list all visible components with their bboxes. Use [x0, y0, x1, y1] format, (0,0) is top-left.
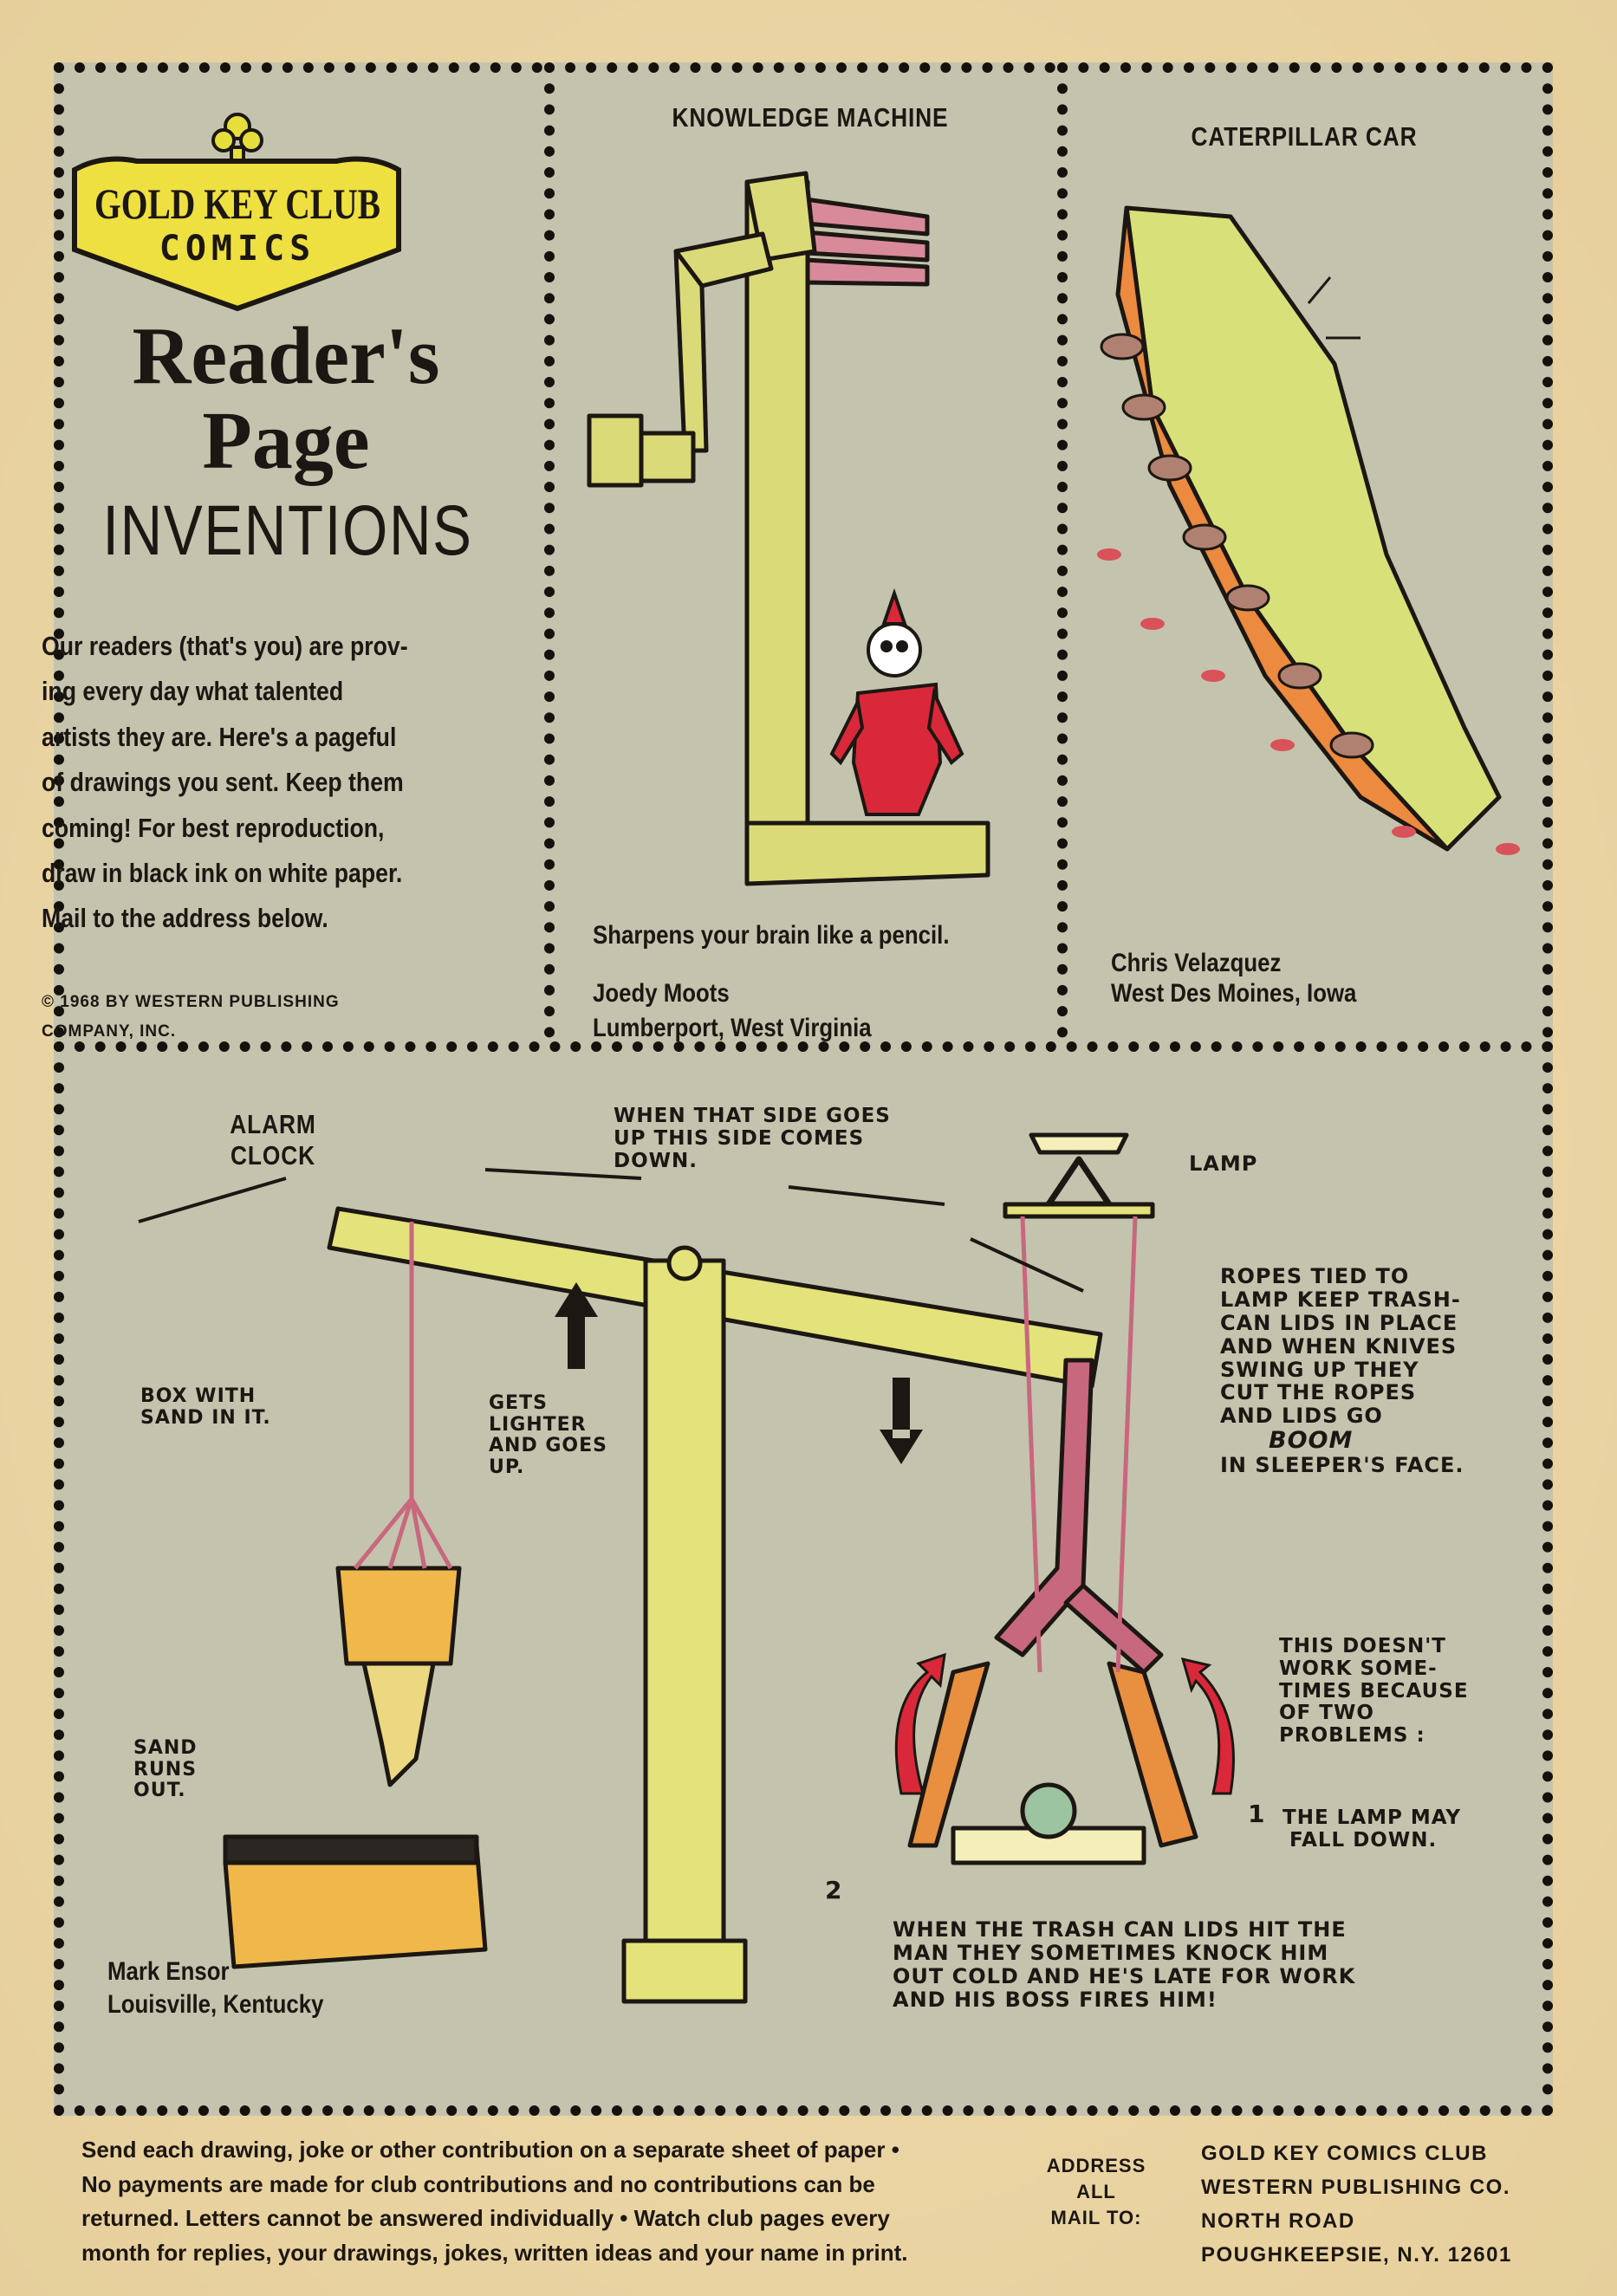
ropes-line: CAN LIDS IN PLACE	[1220, 1310, 1458, 1335]
copyright-line1: © 1968 BY WESTERN PUBLISHING	[42, 993, 340, 1011]
note-top-line: DOWN.	[614, 1149, 698, 1172]
alarm-clock-drawing	[138, 1132, 1235, 2004]
knowledge-machine-caption: Sharpens your brain like a pencil.	[593, 921, 950, 950]
ropes-line: AND WHEN KNIVES	[1220, 1333, 1458, 1359]
problems-note: THIS DOESN'T WORK SOME- TIMES BECAUSE OF…	[1279, 1635, 1469, 1748]
alarm-clock-author: Mark Ensor	[107, 1957, 230, 1986]
title-line1: Reader's	[132, 311, 440, 401]
badge-shield	[72, 156, 401, 312]
rules-line: No payments are made for club contributi…	[81, 2170, 875, 2197]
lamp-label: LAMP	[1189, 1151, 1258, 1176]
ropes-note: ROPES TIED TO LAMP KEEP TRASH- CAN LIDS …	[1220, 1265, 1464, 1477]
mailing-address: GOLD KEY COMICS CLUB WESTERN PUBLISHING …	[1201, 2137, 1565, 2272]
page-title: Reader's Page	[52, 314, 520, 483]
ropes-line: LAMP KEEP TRASH-	[1220, 1287, 1461, 1312]
intro-line: Mail to the address below.	[42, 903, 328, 934]
address-label-line: MAIL TO:	[1050, 2207, 1142, 2228]
badge-line2: COMICS	[159, 229, 316, 269]
alarm-clock-title: ALARM CLOCK	[230, 1109, 316, 1171]
ropes-line: SWING UP THEY	[1220, 1357, 1419, 1382]
intro-line: ing every day what talented	[42, 676, 344, 707]
problem-2-text: WHEN THE TRASH CAN LIDS HIT THE MAN THEY…	[893, 1918, 1355, 2012]
sand-note: SAND RUNS OUT.	[133, 1737, 198, 1802]
problem-1-line: FALL DOWN.	[1289, 1828, 1438, 1852]
ropes-line: IN SLEEPER'S FACE.	[1220, 1453, 1464, 1478]
knowledge-machine-drawing	[587, 171, 990, 886]
sand-line: SAND	[133, 1737, 198, 1759]
knowledge-machine-title: KNOWLEDGE MACHINE	[672, 102, 949, 133]
problems-line: TIMES BECAUSE	[1279, 1679, 1469, 1703]
box-line: BOX WITH	[140, 1385, 257, 1407]
address-label-line: ALL	[1076, 2181, 1116, 2202]
problem-1-text: THE LAMP MAY FALL DOWN.	[1283, 1806, 1462, 1852]
address-line: NORTH ROAD	[1201, 2209, 1355, 2233]
intro-line: Our readers (that's you) are prov-	[42, 631, 408, 661]
address-label-line: ADDRESS	[1046, 2155, 1146, 2176]
address-line: POUGHKEEPSIE, N.Y. 12601	[1201, 2243, 1512, 2267]
copyright: © 1968 BY WESTERN PUBLISHING COMPANY, IN…	[42, 988, 492, 1047]
boom-word: BOOM	[1269, 1427, 1354, 1455]
caterpillar-car-location: West Des Moines, Iowa	[1111, 979, 1357, 1008]
red-figure-icon	[829, 587, 964, 816]
problem-2-line: MAN THEY SOMETIMES KNOCK HIM	[893, 1940, 1329, 1965]
knowledge-machine-location: Lumberport, West Virginia	[593, 1014, 872, 1042]
problem-1-number: 1	[1248, 1800, 1266, 1828]
submission-rules: Send each drawing, joke or other contrib…	[81, 2133, 1023, 2270]
sand-line: RUNS	[133, 1758, 198, 1780]
note-top: WHEN THAT SIDE GOES UP THIS SIDE COMES D…	[614, 1105, 891, 1172]
intro-line: coming! For best reproduction,	[42, 812, 385, 843]
box-note: BOX WITH SAND IN IT.	[140, 1385, 271, 1429]
problems-line: WORK SOME-	[1279, 1657, 1438, 1680]
intro-line: artists they are. Here's a pageful	[42, 721, 397, 752]
intro-line: draw in black ink on white paper.	[42, 858, 403, 889]
section-title: INVENTIONS	[102, 491, 473, 570]
gets-line: UP.	[489, 1456, 525, 1478]
note-top-line: UP THIS SIDE COMES	[614, 1126, 865, 1150]
alarm-clock-location: Louisville, Kentucky	[107, 1990, 324, 2019]
copyright-line2: COMPANY, INC.	[42, 1022, 177, 1041]
ropes-line: AND LIDS GO	[1220, 1404, 1383, 1429]
intro-line: of drawings you sent. Keep them	[42, 767, 404, 798]
address-line: WESTERN PUBLISHING CO.	[1201, 2176, 1511, 2199]
gets-line: GETS	[489, 1392, 548, 1414]
caterpillar-car-drawing	[1097, 205, 1520, 855]
title-line2: Page	[202, 396, 370, 486]
problems-line: PROBLEMS :	[1279, 1724, 1425, 1747]
rules-line: returned. Letters cannot be answered ind…	[81, 2205, 890, 2231]
problem-2-line: WHEN THE TRASH CAN LIDS HIT THE	[893, 1917, 1347, 1942]
note-top-line: WHEN THAT SIDE GOES	[614, 1105, 891, 1127]
gets-line: LIGHTER	[489, 1413, 587, 1436]
intro-text: Our readers (that's you) are prov- ing e…	[42, 624, 510, 942]
problem-1-line: THE LAMP MAY	[1283, 1806, 1462, 1829]
problems-line: THIS DOESN'T	[1279, 1635, 1446, 1657]
caterpillar-car-title: CATERPILLAR CAR	[1191, 121, 1418, 152]
rules-line: month for replies, your drawings, jokes,…	[81, 2239, 908, 2266]
badge-line1: GOLD KEY CLUB	[94, 179, 380, 228]
gets-lighter-note: GETS LIGHTER AND GOES UP.	[489, 1392, 607, 1479]
gold-key-club-badge: GOLD KEY CLUB COMICS	[72, 113, 401, 312]
sand-line: OUT.	[133, 1780, 186, 1802]
address-label: ADDRESS ALL MAIL TO:	[1040, 2153, 1153, 2231]
problem-2-line: AND HIS BOSS FIRES HIM!	[893, 1987, 1218, 2012]
ropes-line: CUT THE ROPES	[1220, 1380, 1417, 1405]
address-line: GOLD KEY COMICS CLUB	[1201, 2142, 1488, 2165]
knowledge-machine-author: Joedy Moots	[593, 979, 730, 1008]
caterpillar-car-author: Chris Velazquez	[1111, 949, 1282, 977]
gets-line: AND GOES	[489, 1435, 607, 1457]
rules-line: Send each drawing, joke or other contrib…	[81, 2137, 899, 2163]
box-line: SAND IN IT.	[140, 1406, 271, 1429]
ropes-line: ROPES TIED TO	[1220, 1264, 1410, 1288]
problem-2-number: 2	[825, 1876, 843, 1904]
problems-line: OF TWO	[1279, 1702, 1374, 1725]
problem-2-line: OUT COLD AND HE'S LATE FOR WORK	[893, 1963, 1356, 1988]
